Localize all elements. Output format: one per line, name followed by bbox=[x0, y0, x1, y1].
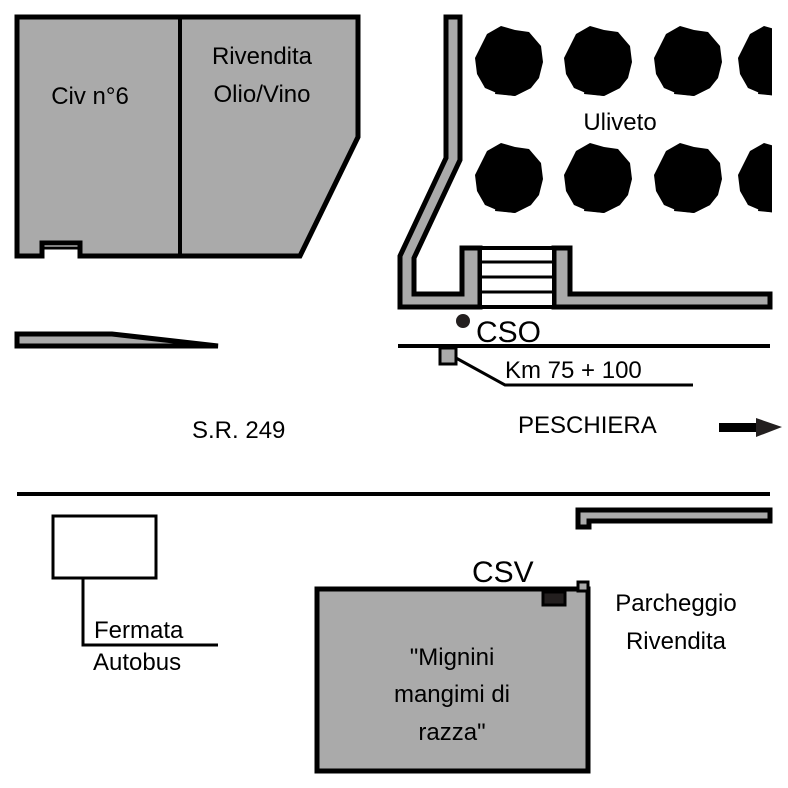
olive-tree-icon bbox=[475, 26, 543, 96]
olive-grove-wall-right bbox=[551, 245, 773, 310]
csv-marker-icon bbox=[541, 590, 567, 607]
building-label-mignini-1: "Mignini bbox=[410, 644, 495, 671]
bus-stop-shelter bbox=[51, 514, 158, 580]
olive-tree-icon bbox=[564, 143, 632, 213]
olive-grove-wall bbox=[397, 14, 483, 310]
label-uliveto: Uliveto bbox=[583, 109, 656, 136]
parking-wall bbox=[575, 507, 773, 530]
label-km: Km 75 + 100 bbox=[505, 357, 642, 384]
label-csv: CSV bbox=[472, 556, 534, 589]
label-cso: CSO bbox=[476, 316, 541, 349]
building-label-rivendita-1: Rivendita bbox=[212, 43, 313, 70]
olive-tree-icon bbox=[475, 143, 543, 213]
olive-tree-icon bbox=[564, 26, 632, 96]
building-label-mignini-3: razza" bbox=[418, 719, 485, 746]
building-mignini: "Mignini mangimi di razza" bbox=[314, 580, 591, 774]
sidewalk-wedge bbox=[14, 331, 219, 349]
building-civ6-rivendita: Civ n°6 Rivendita Olio/Vino bbox=[14, 14, 361, 259]
olive-tree-icon bbox=[654, 143, 722, 213]
building-label-mignini-2: mangimi di bbox=[394, 681, 510, 708]
label-parking-2: Rivendita bbox=[626, 628, 727, 655]
map-clip-edge bbox=[772, 0, 788, 240]
label-road: S.R. 249 bbox=[192, 417, 285, 444]
building-label-rivendita-2: Olio/Vino bbox=[214, 81, 311, 108]
label-bus-stop-2: Autobus bbox=[93, 649, 181, 676]
label-bus-stop-1: Fermata bbox=[94, 617, 184, 644]
arrow-right-icon bbox=[719, 418, 782, 437]
building-label-civ6: Civ n°6 bbox=[51, 83, 129, 110]
olive-tree-icon bbox=[654, 26, 722, 96]
label-parking-1: Parcheggio bbox=[615, 590, 736, 617]
entrance-steps bbox=[478, 246, 556, 309]
square-marker-icon bbox=[438, 346, 458, 366]
bus-stop-leader-line bbox=[81, 578, 218, 647]
label-direction: PESCHIERA bbox=[518, 412, 657, 439]
dot-marker-icon bbox=[456, 314, 470, 328]
km-leader-line bbox=[455, 356, 693, 387]
